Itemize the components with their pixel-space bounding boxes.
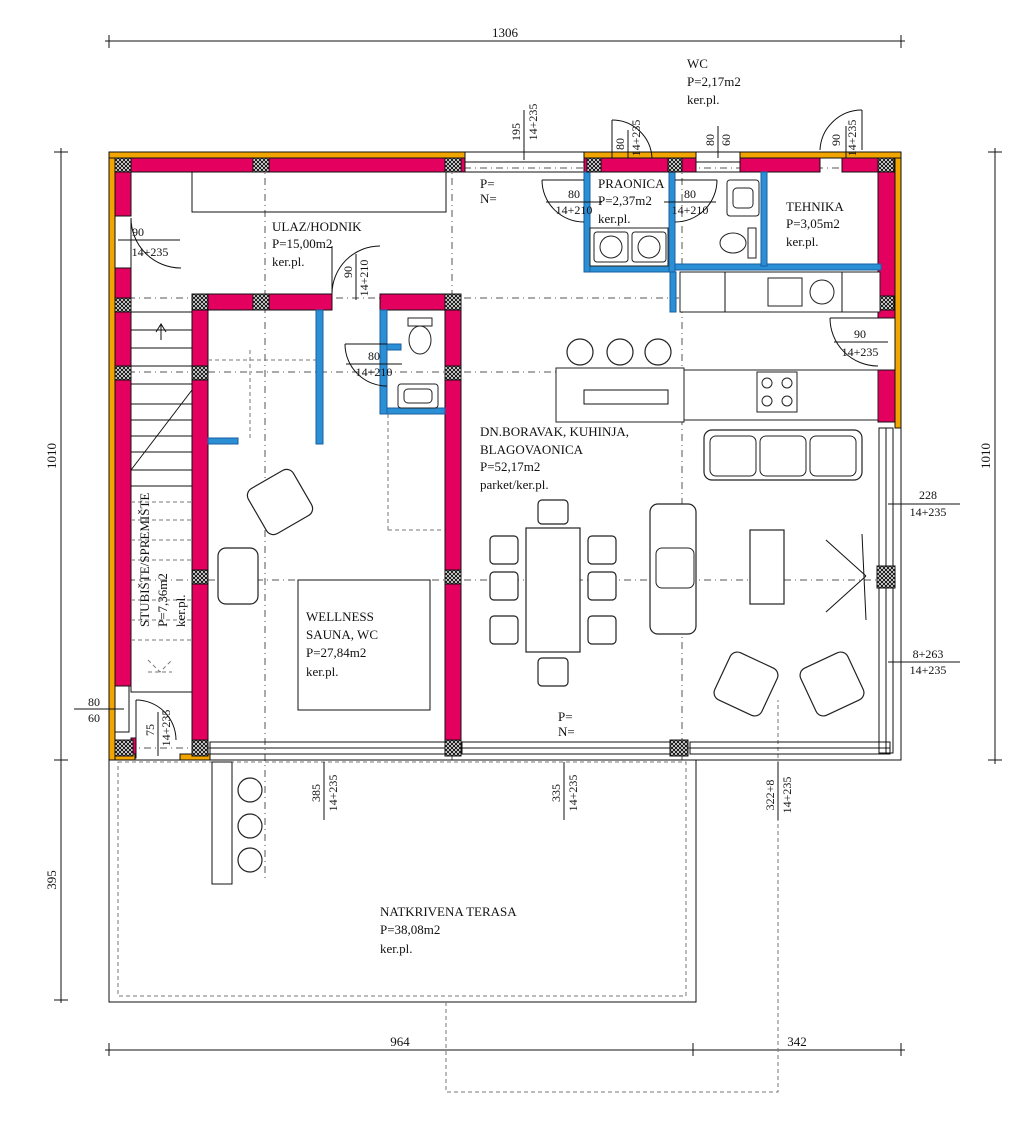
room-label-wc: WC P=2,17m2 ker.pl. <box>687 56 741 107</box>
room-label-boravak: DN.BORAVAK, KUHINJA, BLAGOVAONICA P=52,1… <box>480 424 629 492</box>
label-right-win2-h: 14+235 <box>910 663 947 677</box>
wellness-name2: SAUNA, WC <box>306 627 378 642</box>
wellness-floor: ker.pl. <box>306 664 339 679</box>
terasa-area: P=38,08m2 <box>380 922 440 937</box>
terrace-outline <box>108 700 779 1093</box>
interior-walls <box>191 171 882 755</box>
boravak-name2: BLAGOVAONICA <box>480 442 584 457</box>
boravak-area: P=52,17m2 <box>480 459 540 474</box>
dim-top-total: 1306 <box>492 25 519 40</box>
praonica-name: PRAONICA <box>598 176 665 191</box>
dining-table <box>489 499 617 687</box>
terasa-name: NATKRIVENA TERASA <box>380 904 517 919</box>
hall-furniture <box>191 171 447 440</box>
boravak-floor: parket/ker.pl. <box>480 477 549 492</box>
room-label-terasa: NATKRIVENA TERASA P=38,08m2 ker.pl. <box>380 904 517 956</box>
label-south-win3-w: 322+8 <box>763 780 777 811</box>
terrace-furniture <box>237 777 263 873</box>
wc-area: P=2,17m2 <box>687 74 741 89</box>
praonica-area: P=2,37m2 <box>598 193 652 208</box>
label-left-win-w: 80 <box>88 695 100 709</box>
label-tehnika-top-h: 14+235 <box>845 120 859 157</box>
boravak-name1: DN.BORAVAK, KUHINJA, <box>480 424 629 439</box>
room-label-tehnika: TEHNIKA P=3,05m2 ker.pl. <box>786 199 844 249</box>
dim-bottom-right: 342 <box>787 1034 807 1049</box>
marker-p-bottom: P= <box>558 709 573 724</box>
marker-n-bottom: N= <box>558 724 575 739</box>
label-top-window-w: 195 <box>509 123 523 141</box>
label-south-win2-w: 335 <box>549 784 563 802</box>
dim-right-total: 1010 <box>978 443 993 469</box>
columns <box>114 157 896 757</box>
label-praonica-door-l-h: 14+210 <box>556 203 593 217</box>
living-furniture <box>649 429 867 717</box>
stairs <box>130 311 193 693</box>
dim-left-total: 1010 <box>44 443 59 469</box>
praonica-fixtures <box>589 227 669 267</box>
label-right-win1-w: 228 <box>919 488 937 502</box>
tehnika-floor: ker.pl. <box>786 234 819 249</box>
terasa-floor: ker.pl. <box>380 941 413 956</box>
dim-bottom-left: 964 <box>390 1034 410 1049</box>
label-entry-door-w: 90 <box>132 225 144 239</box>
label-south-win2-h: 14+235 <box>566 775 580 812</box>
label-praonica-top-w: 80 <box>613 138 627 150</box>
label-wc-door-h: 14+210 <box>356 365 393 379</box>
wellness-furniture <box>217 414 445 711</box>
stubiste-floor: ker.pl. <box>173 595 188 628</box>
room-label-wellness: WELLNESS SAUNA, WC P=27,84m2 ker.pl. <box>306 609 378 679</box>
label-south-win3-h: 14+235 <box>780 777 794 814</box>
wc-name: WC <box>687 56 708 71</box>
doors <box>130 109 879 741</box>
tehnika-name: TEHNIKA <box>786 199 844 214</box>
label-stair-door-h: 14+235 <box>159 710 173 747</box>
label-right-win1-h: 14+235 <box>910 505 947 519</box>
label-south-win1-w: 385 <box>309 784 323 802</box>
tehnika-area: P=3,05m2 <box>786 216 840 231</box>
ulaz-floor: ker.pl. <box>272 254 305 269</box>
label-wc-top-h: 60 <box>719 134 733 146</box>
label-stair-door-w: 75 <box>143 724 157 736</box>
label-praonica-door-r-w: 80 <box>684 187 696 201</box>
label-south-win1-h: 14+235 <box>326 775 340 812</box>
label-hall-door-h: 14+210 <box>357 260 371 297</box>
ulaz-area: P=15,00m2 <box>272 236 332 251</box>
label-top-window-h: 14+235 <box>526 104 540 141</box>
label-kitchen-door-w: 90 <box>854 327 866 341</box>
label-entry-door-h: 14+235 <box>132 245 169 259</box>
room-label-ulaz: ULAZ/HODNIK P=15,00m2 ker.pl. <box>272 219 362 269</box>
label-wc-door-w: 80 <box>368 349 380 363</box>
dimension-lines <box>54 35 1002 1056</box>
marker-n-top: N= <box>480 191 497 206</box>
ulaz-name: ULAZ/HODNIK <box>272 219 362 234</box>
label-hall-door-w: 90 <box>341 266 355 278</box>
label-wc-top-w: 80 <box>703 134 717 146</box>
wc-fixtures <box>397 179 760 409</box>
label-kitchen-door-h: 14+235 <box>842 345 879 359</box>
wellness-name1: WELLNESS <box>306 609 374 624</box>
marker-p-top: P= <box>480 176 495 191</box>
opening-labels: 195 14+235 80 14+235 80 60 90 14+235 90 … <box>74 104 960 820</box>
stubiste-area: P=7,36m2 <box>155 573 170 627</box>
stubiste-name: STUBIŠTE/SPREMIŠTE <box>137 493 152 627</box>
room-label-stubiste: STUBIŠTE/SPREMIŠTE P=7,36m2 ker.pl. <box>137 493 188 627</box>
label-praonica-top-h: 14+235 <box>629 120 643 157</box>
label-right-win2-w: 8+263 <box>913 647 944 661</box>
wc-floor: ker.pl. <box>687 92 720 107</box>
label-tehnika-top-w: 90 <box>829 134 843 146</box>
label-praonica-door-l-w: 80 <box>568 187 580 201</box>
wellness-area: P=27,84m2 <box>306 645 366 660</box>
dim-left-terrace: 395 <box>44 870 59 890</box>
kitchen <box>555 271 881 423</box>
label-praonica-door-r-h: 14+210 <box>672 203 709 217</box>
room-label-praonica: PRAONICA P=2,37m2 ker.pl. <box>598 176 665 226</box>
label-left-win-h: 60 <box>88 711 100 725</box>
praonica-floor: ker.pl. <box>598 211 631 226</box>
